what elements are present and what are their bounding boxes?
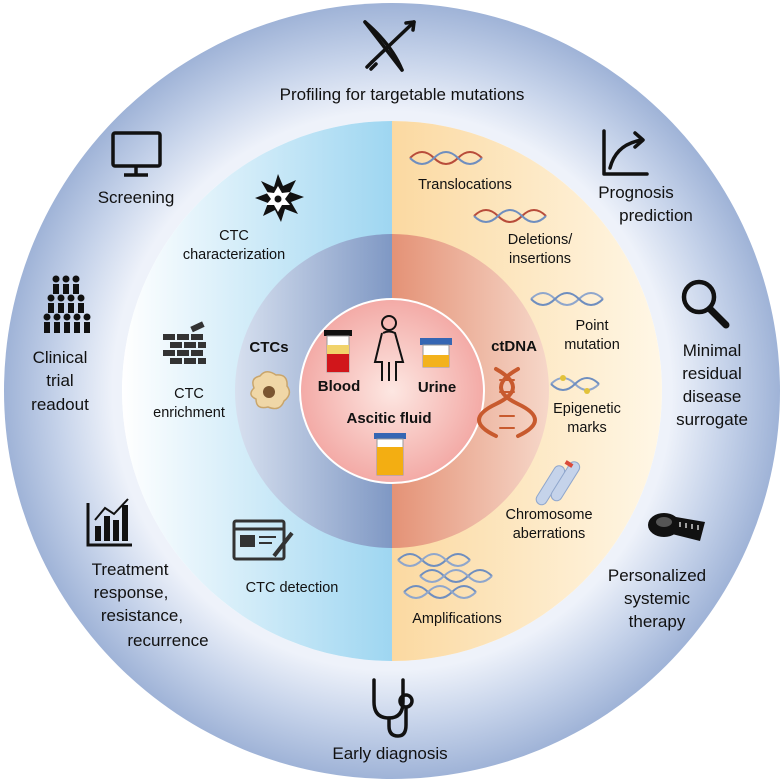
clinical-label-1: Clinical: [33, 348, 88, 367]
point-mutation-label-1: Point: [575, 318, 608, 334]
ctc-enrichment-label-2: enrichment: [153, 405, 225, 421]
prognosis-label-2: prediction: [619, 206, 693, 225]
epigenetic-label-1: Epigenetic: [553, 401, 621, 417]
ctc-characterization-label-2: characterization: [183, 247, 285, 263]
clinical-label-2: trial: [46, 371, 73, 390]
deletions-label-2: insertions: [509, 251, 571, 267]
ctc-characterization-label-1: CTC: [219, 228, 249, 244]
dna-strand-icon: [530, 292, 604, 306]
translocations-label: Translocations: [418, 177, 512, 193]
treatment-label-3: resistance,: [101, 606, 183, 625]
monitor-icon: [111, 131, 162, 177]
urine-label: Urine: [418, 379, 456, 396]
tumor-cell-icon: [250, 371, 291, 410]
blood-tube-icon: [324, 330, 352, 373]
ascitic-fluid-label: Ascitic fluid: [346, 410, 431, 427]
chromosome-label-2: aberrations: [513, 526, 586, 542]
crowd-icon: [43, 275, 91, 333]
ctc-detection-label: CTC detection: [246, 580, 339, 596]
starburst-icon: [255, 174, 304, 222]
personalized-label-2: systemic: [624, 589, 691, 608]
stethoscope-icon: [372, 678, 414, 738]
screening-label: Screening: [98, 188, 175, 207]
mrd-label-4: surrogate: [676, 410, 748, 429]
personalized-label-3: therapy: [629, 612, 686, 631]
point-mutation-label-2: mutation: [564, 337, 620, 353]
detection-screen-icon: [232, 519, 294, 561]
clinical-label-3: readout: [31, 395, 89, 414]
profiling-label: Profiling for targetable mutations: [280, 85, 525, 104]
bow-arrow-icon: [363, 20, 416, 72]
dna-helix-icon: [477, 367, 537, 438]
treatment-label-4: recurrence: [127, 631, 208, 650]
dna-strand-icon: [550, 377, 600, 391]
dna-strand-icon: [473, 209, 547, 223]
prognosis-label-1: Prognosis: [598, 183, 674, 202]
brick-wall-icon: [163, 321, 206, 364]
personalized-label-1: Personalized: [608, 566, 706, 585]
magnifier-icon: [681, 279, 730, 329]
ctc-enrichment-label-1: CTC: [174, 386, 204, 402]
amplifications-label: Amplifications: [412, 611, 501, 627]
bar-chart-icon: [86, 498, 132, 547]
treatment-label-2: response,: [94, 583, 169, 602]
prognosis-chart-icon: [602, 129, 649, 176]
dna-strand-icon: [409, 151, 483, 165]
tape-measure-icon: [648, 513, 705, 541]
woman-figure-icon: [373, 315, 405, 381]
mrd-label-3: disease: [683, 387, 742, 406]
treatment-label-1: Treatment: [92, 560, 169, 579]
early-diagnosis-label: Early diagnosis: [332, 744, 447, 763]
methyl-mark-icon: [560, 375, 590, 394]
epigenetic-label-2: marks: [567, 420, 606, 436]
urine-cup-icon: [420, 338, 452, 368]
dna-amplification-icon: [397, 553, 493, 599]
deletions-label-1: Deletions/: [508, 232, 573, 248]
blood-label: Blood: [318, 378, 361, 395]
mrd-label-2: residual: [682, 364, 742, 383]
chromosome-icon: [535, 460, 581, 506]
ctdna-label: ctDNA: [491, 338, 537, 355]
ctcs-label: CTCs: [249, 339, 288, 356]
chromosome-label-1: Chromosome: [505, 507, 592, 523]
mrd-label-1: Minimal: [683, 341, 742, 360]
ascitic-container-icon: [374, 433, 406, 476]
